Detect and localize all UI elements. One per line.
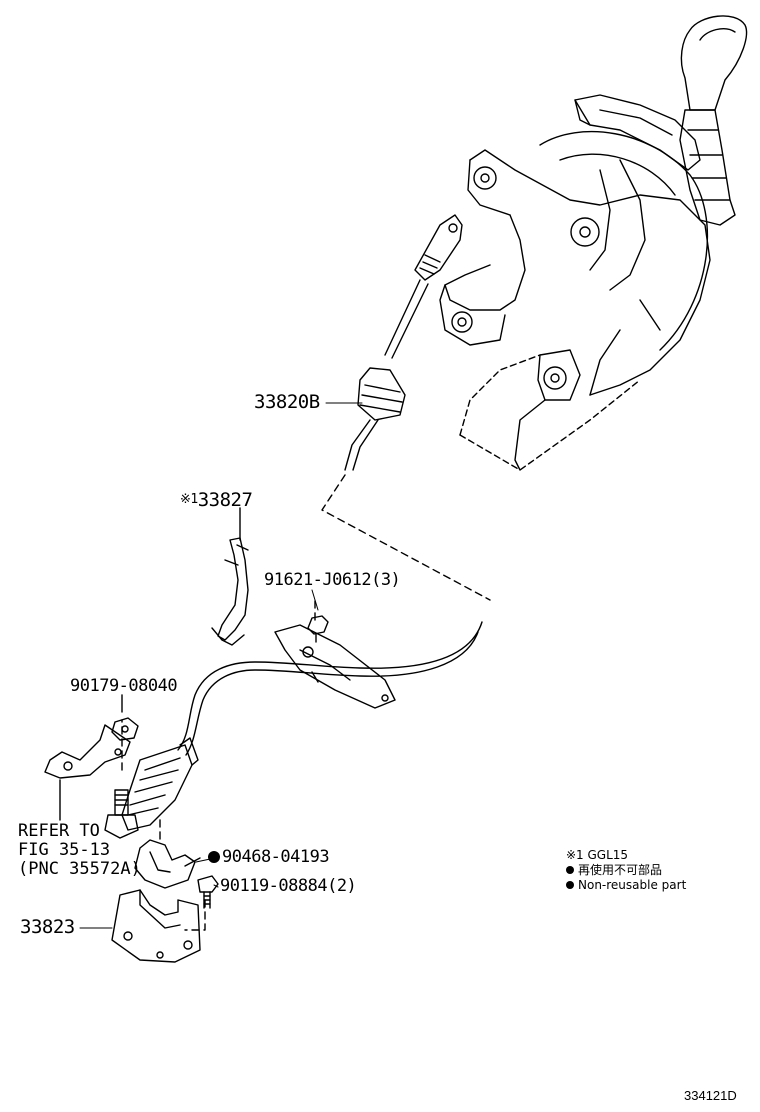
clip-33827 (211, 507, 249, 646)
cable-boot (121, 737, 199, 831)
nut-90179 (111, 694, 139, 741)
note-line-2: 再使用不可部品 (566, 863, 686, 878)
bullet-dot-icon (566, 866, 574, 874)
bracket-33823 (111, 889, 201, 963)
refer-line-2: FIG 35-13 (18, 840, 111, 860)
label-bracket: 33823 (20, 916, 75, 938)
label-cable-assy: 33820B (254, 391, 320, 413)
note-line-1: ※1 GGL15 (566, 848, 629, 862)
label-clip-number: 33827 (197, 489, 253, 511)
bullet-dot-icon (566, 881, 574, 889)
label-retainer: 90468-04193 (208, 847, 330, 867)
note-line-2-text: 再使用不可部品 (578, 863, 663, 877)
bolt-90119 (197, 875, 219, 909)
refer-line-1: REFER TO (18, 821, 100, 841)
label-bolt-bracket: 90119-08884(2) (220, 876, 357, 896)
clip-note-mark: ※1 (180, 492, 198, 507)
shift-lever-assembly (439, 15, 748, 471)
diagram-code: 334121D (684, 1088, 737, 1103)
cable-run (177, 615, 483, 756)
note-line-3-text: Non-reusable part (578, 878, 687, 892)
non-reusable-dot-icon (208, 851, 220, 863)
note-line-3: Non-reusable part (566, 878, 686, 893)
label-bolt-cable: 91621-J0612(3) (264, 570, 401, 590)
label-nut: 90179-08040 (70, 676, 178, 696)
retainer-90468 (134, 839, 201, 889)
legend-notes: ※1 GGL15 再使用不可部品 Non-reusable part (566, 848, 686, 893)
label-refer: REFER TO FIG 35-13 (PNC 35572A) (18, 822, 141, 879)
label-clip: ※133827 (180, 489, 253, 511)
cable-adjuster (344, 214, 463, 471)
label-retainer-number: 90468-04193 (222, 847, 330, 867)
refer-line-3: (PNC 35572A) (18, 859, 141, 879)
